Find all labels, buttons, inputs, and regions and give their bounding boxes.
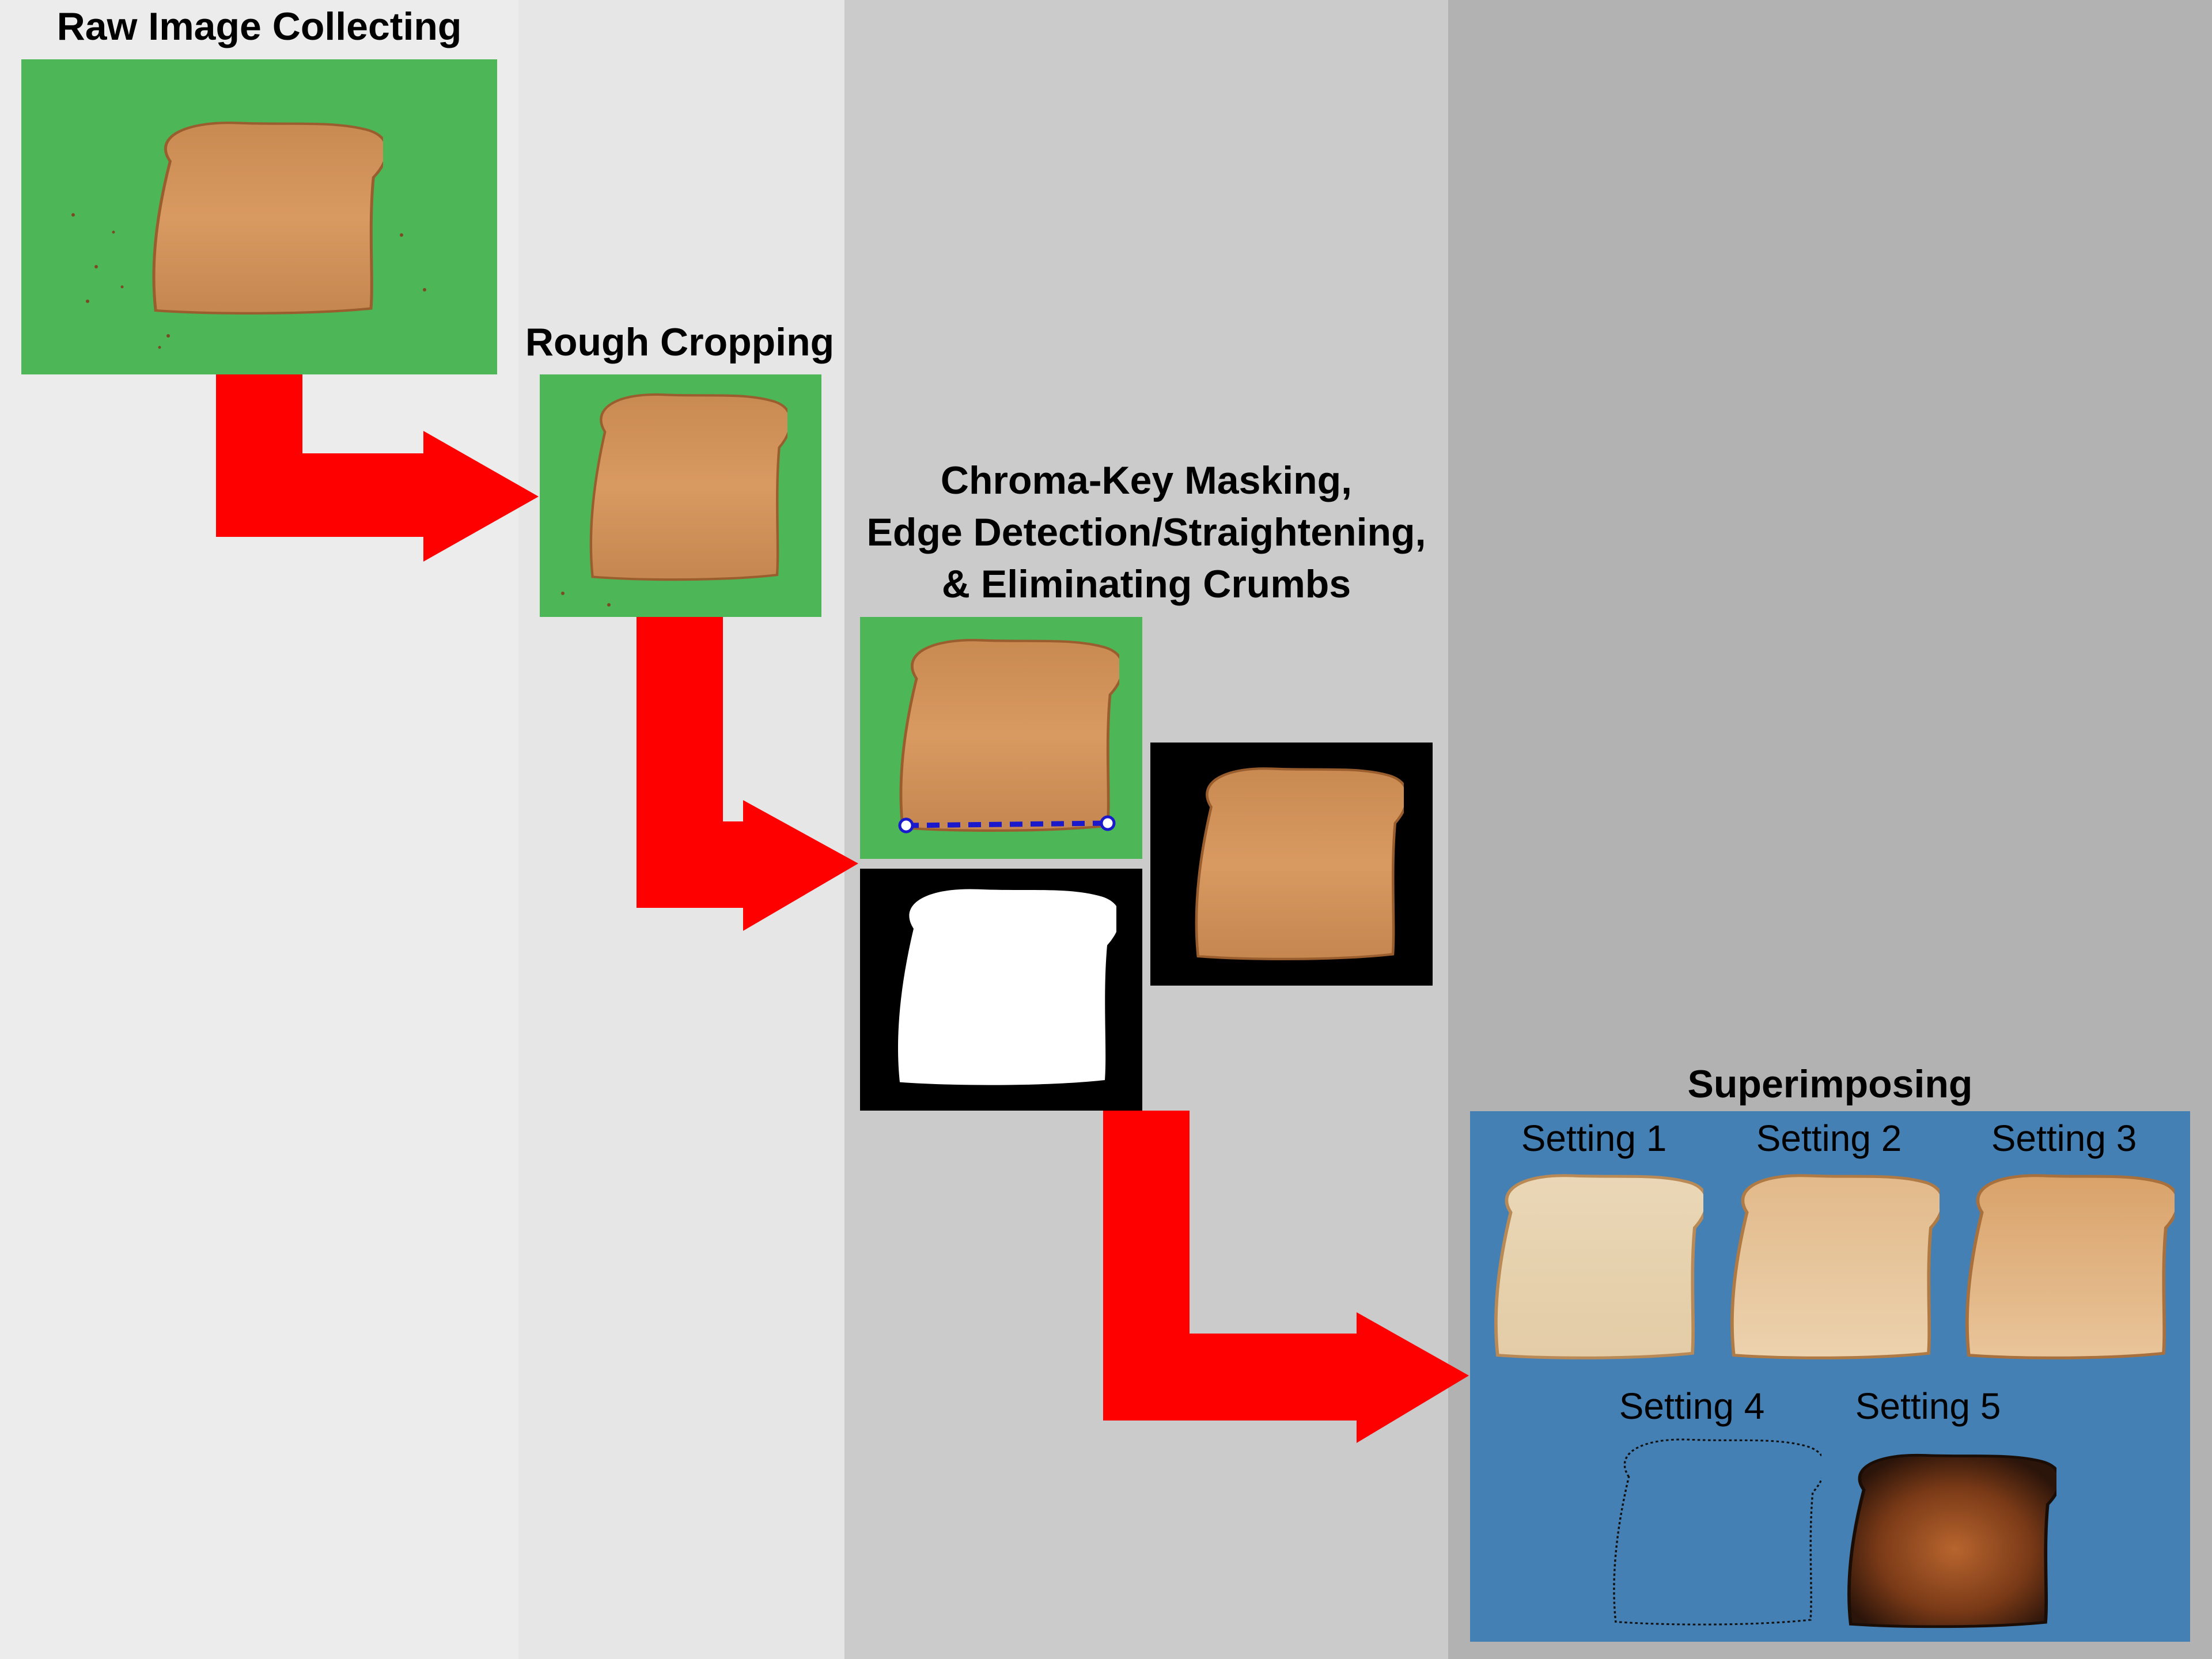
flow-arrow-2 [637,617,858,931]
stage-title-rough-cropping: Rough Cropping [525,320,835,364]
toast-image [1185,763,1404,964]
stage-title-chroma-key: Chroma-Key Masking, Edge Detection/Strai… [866,459,1426,606]
edge-detection-panel [860,617,1142,859]
chroma-key-mask-panel [860,869,1142,1111]
flow-arrow-1 [216,374,539,562]
stage-title-superimposing: Superimposing [1687,1062,1973,1106]
raw-image-panel [21,59,497,374]
toast-setting-2 [1721,1170,1940,1363]
toast-mask [898,889,1116,1085]
setting-label-5: Setting 5 [1855,1385,2001,1427]
toast-setting-5 [1838,1450,2056,1631]
setting-label-2: Setting 2 [1756,1118,1902,1159]
setting-label-4: Setting 4 [1619,1385,1765,1427]
setting-label-1: Setting 1 [1521,1118,1667,1159]
rough-crop-panel [540,374,821,617]
masked-toast-panel [1150,743,1433,986]
crumb-specks [71,213,426,349]
flow-arrow-3 [1103,1111,1469,1443]
superimposing-panel: Setting 1 Setting 2 Setting 3 Setting 4 … [1470,1111,2190,1642]
toast-setting-1 [1484,1170,1703,1363]
crumb-specks [561,592,611,607]
toast-setting-4-outline [1613,1438,1821,1626]
stage-title-raw-image-collecting: Raw Image Collecting [56,5,462,48]
setting-label-3: Setting 3 [1991,1118,2137,1159]
edge-straightening-line [898,815,1116,834]
toast-setting-3 [1956,1170,2175,1363]
